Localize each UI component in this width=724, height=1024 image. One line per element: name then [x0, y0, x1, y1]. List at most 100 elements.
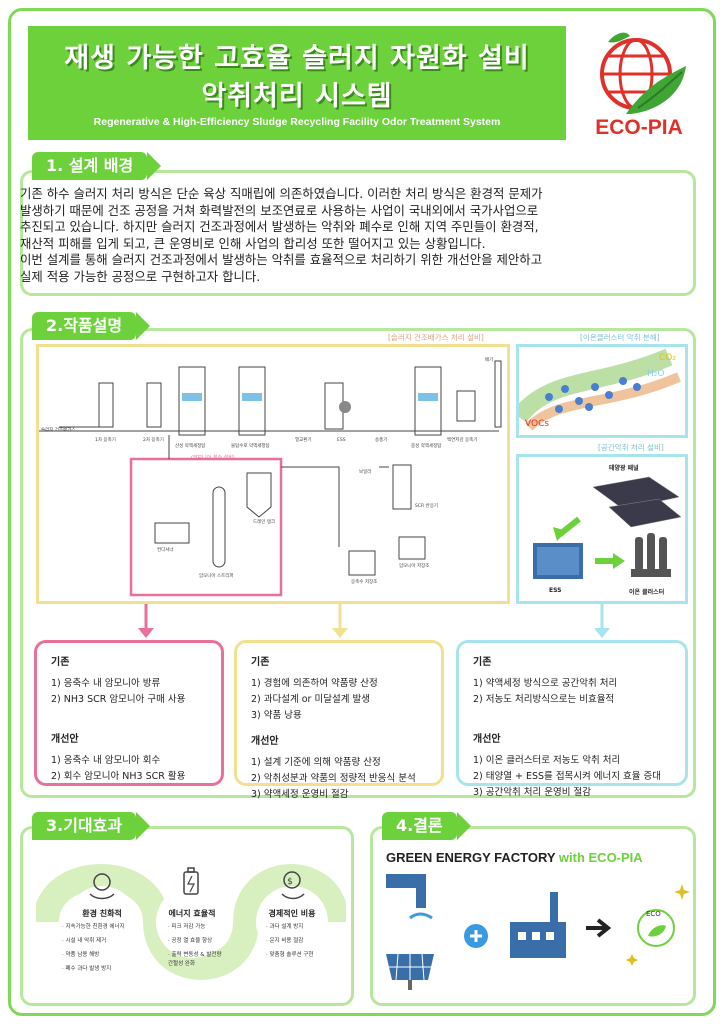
- card-item: 3) 약품 낭용: [251, 710, 302, 721]
- bg-line: 기존 하수 슬러지 처리 방식은 단순 육상 직매립에 의존하였습니다. 이러한…: [20, 186, 543, 201]
- eco-pia-logo: ECO-PIA: [586, 26, 692, 140]
- effect-item: · 피크 저감 가능: [168, 924, 206, 930]
- svg-text:(암모니아 회수 설비): (암모니아 회수 설비): [191, 454, 235, 461]
- section2-box: [20, 328, 696, 798]
- card-existing-heading: 기존: [251, 657, 270, 668]
- solar-panel-label: 태양광 패널: [609, 465, 639, 472]
- h2o-label: H₂O: [647, 369, 665, 379]
- section3-box: [20, 826, 354, 1006]
- eco-hand-icon: [89, 873, 115, 900]
- section1-box: [20, 170, 696, 296]
- section2-tag: 2.작품설명: [32, 312, 151, 340]
- bg-line: 발생하기 때문에 건조 공정을 거쳐 화력발전의 보조연료로 사용하는 사업이 …: [20, 202, 539, 218]
- effects-ribbon: $: [36, 864, 346, 980]
- ion-cluster-panel: CO₂ H₂O VOCs: [511, 344, 688, 438]
- svg-text:물탑수로 약액세정탑: 물탑수로 약액세정탑: [231, 442, 270, 449]
- ion-cluster-label: 이온 클러스터: [629, 589, 665, 596]
- svg-text:백연저감 응축기: 백연저감 응축기: [447, 436, 477, 443]
- svg-text:컨디셔너: 컨디셔너: [157, 546, 174, 553]
- svg-text:1차 응축기: 1차 응축기: [95, 436, 116, 443]
- card-item: 1) 이온 클러스터로 저농도 악취 처리: [473, 755, 621, 766]
- card-existing-heading: 기존: [51, 657, 70, 668]
- section1-tag: 1. 설계 배경: [32, 152, 162, 180]
- card-item: 2) 과다설계 or 미달설계 발생: [251, 694, 370, 705]
- bg-line: 추진되고 있습니다. 하지만 슬러지 건조과정에서 발생하는 악취와 폐수로 인…: [20, 219, 539, 234]
- effect-item: · 시설 내 악취 제거: [62, 938, 107, 944]
- effect-item: · 맞춤형 솔루션 구현: [266, 952, 314, 958]
- svg-text:ESS: ESS: [337, 437, 346, 443]
- battery-icon: [183, 867, 199, 895]
- vocs-label: VOCs: [525, 419, 550, 429]
- ess-label: ESS: [549, 587, 562, 594]
- eco-badge-label: ECO: [646, 910, 661, 918]
- globe-leaf-icon: [600, 32, 686, 114]
- card-item: 2) NH3 SCR 암모니아 구매 사용: [51, 694, 186, 705]
- effect-title: 경제적인 비용: [268, 909, 316, 918]
- title-line2: 악취처리 시스템: [201, 81, 393, 112]
- effect-item: 간헐성 완화: [168, 961, 196, 967]
- conclusion-illustration: [386, 874, 690, 990]
- card-item: 3) 약액세정 운영비 절감: [251, 789, 349, 800]
- background-text: 기존 하수 슬러지 처리 방식은 단순 육상 직매립에 의존하였습니다. 이러한…: [20, 186, 700, 285]
- card-item: 1) 경험에 의존하여 약품량 산정: [251, 678, 378, 689]
- svg-text:보일러: 보일러: [359, 468, 371, 475]
- english-subtitle: Regenerative & High-Efficiency Sludge Re…: [93, 116, 501, 128]
- sparkle-icon: [626, 954, 638, 966]
- card-improved-heading: 개선안: [51, 734, 79, 745]
- conclusion-title-a: GREEN ENERGY FACTORY: [386, 850, 559, 865]
- logo-text: ECO-PIA: [595, 116, 683, 139]
- bg-line: 이번 설계를 통해 슬러지 건조과정에서 발생하는 악취를 효율적으로 처리하기…: [20, 252, 543, 267]
- svg-text:배기: 배기: [485, 356, 493, 363]
- svg-text:암모니아 저장조: 암모니아 저장조: [399, 562, 429, 569]
- section4-tag: 4.결론: [382, 812, 471, 840]
- poster-border: [8, 8, 716, 1016]
- card-improved-heading: 개선안: [251, 736, 279, 747]
- card-item: 2) 회수 암모니아 NH3 SCR 활용: [51, 771, 186, 782]
- svg-text:2차 응축기: 2차 응축기: [143, 436, 164, 443]
- card-item: 1) 응축수 내 암모니아 방류: [51, 678, 161, 689]
- effect-item: · 폐수 과다 발생 방지: [62, 966, 112, 972]
- vocs-decomposition-illustration: [511, 348, 681, 431]
- label-space: [공간악취 처리 설비]: [598, 443, 664, 452]
- card-item: 2) 태양열 + ESS를 접목시켜 에너지 효율 증대: [473, 771, 662, 782]
- card-item: 2) 저농도 처리방식으로는 비효율적: [473, 694, 615, 705]
- svg-text:SCR 반응기: SCR 반응기: [415, 502, 438, 509]
- title-banner: 재생 가능한 고효율 슬러지 자원화 설비 악취처리 시스템 Regenerat…: [28, 26, 566, 140]
- card-item: 1) 약액세정 방식으로 공간악취 처리: [473, 678, 618, 689]
- label-sludge: [슬러지 건조배가스 처리 설비]: [388, 333, 484, 342]
- svg-text:슬러지 건조배가스: 슬러지 건조배가스: [41, 426, 76, 433]
- svg-text:중성 약액세정탑: 중성 약액세정탑: [411, 442, 441, 449]
- money-hand-icon: [281, 871, 305, 900]
- card-item: 3) 공간악취 처리 운영비 절감: [473, 787, 591, 798]
- effect-title: 환경 친화적: [82, 909, 122, 918]
- bg-line: 재산적 피해를 입게 되고, 큰 운영비로 인해 사업의 합리성 또한 떨어지고…: [20, 235, 486, 251]
- water-faucet-icon: [386, 874, 433, 920]
- solar-panel-icon: [386, 953, 434, 990]
- conclusion-title: GREEN ENERGY FACTORY with ECO-PIA: [386, 850, 643, 865]
- card-ammonia: 기존 1) 응축수 내 암모니아 방류 2) NH3 SCR 암모니아 구매 사…: [34, 640, 224, 786]
- card-existing-heading: 기존: [473, 657, 492, 668]
- sparkle-icon: [674, 884, 690, 900]
- card-item: 1) 응축수 내 암모니아 회수: [51, 755, 161, 766]
- eco-badge-icon: [637, 909, 675, 947]
- effect-item: · 과다 설계 방지: [266, 924, 304, 930]
- svg-text:송풍기: 송풍기: [375, 436, 387, 443]
- effect-item: · 공정 열 효율 향상: [168, 938, 213, 944]
- bg-line: 실제 적용 가능한 공정으로 구현하고자 합니다.: [20, 268, 261, 284]
- arrow-right-icon: [586, 918, 612, 938]
- svg-text:드레인 탱크: 드레인 탱크: [253, 518, 275, 525]
- effect-item: · 출력 변동성 & 발전량: [168, 952, 222, 958]
- space-odor-panel: 태양광 패널 ESS 이온 클러스터: [516, 454, 688, 604]
- card-space-odor: 기존 1) 약액세정 방식으로 공간악취 처리 2) 저농도 처리방식으로는 비…: [456, 640, 688, 798]
- label-ion: [이온클러스터 악취 분해]: [580, 333, 660, 342]
- process-diagram: 슬러지 건조배가스 1차 응축기 2차 응축기 산성 약액세정탑 물탑수로 약액…: [36, 344, 510, 604]
- flow-arrows: [138, 604, 610, 638]
- solar-ess-illustration: [533, 476, 682, 579]
- factory-icon: [510, 892, 566, 958]
- title-line1: 재생 가능한 고효율 슬러지 자원화 설비: [64, 43, 530, 74]
- svg-text:산성 약액세정탑: 산성 약액세정탑: [175, 442, 205, 449]
- section3-tag: 3.기대효과: [32, 812, 151, 840]
- svg-text:열교환기: 열교환기: [295, 436, 312, 443]
- effect-item: · 운지 비용 절감: [266, 938, 304, 944]
- svg-text:응축수 저장조: 응축수 저장조: [351, 578, 377, 585]
